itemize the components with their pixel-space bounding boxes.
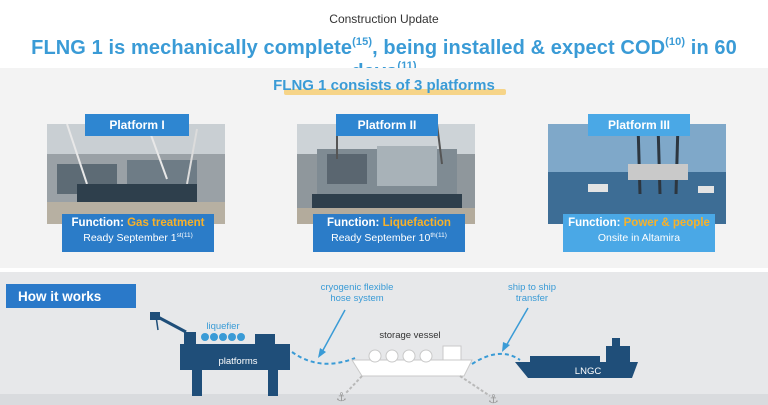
platform-1-status: Ready September 1 [83, 232, 177, 244]
ship-to-ship-label: ship to ship transfer [507, 282, 557, 304]
platform-3-photo [548, 124, 726, 224]
platform-1-photo [47, 124, 225, 224]
platform-1-function-box: Function: Gas treatment Ready September … [62, 214, 214, 252]
supertitle: Construction Update [329, 12, 439, 26]
platform-3-function-label: Function: [568, 217, 621, 229]
section-subtitle: FLNG 1 consists of 3 platforms [273, 77, 495, 94]
platform-1-function-label: Function: [71, 217, 124, 229]
how-it-works-title: How it works [6, 284, 136, 308]
platform-3-badge: Platform III [588, 114, 690, 136]
headline-footnote-15: (15) [352, 36, 373, 48]
ship-transfer-hose-line [471, 353, 521, 365]
sea-surface [0, 394, 768, 405]
anchor-icon-right: ⚓ [488, 392, 499, 405]
how-it-works-diagram: ⚓ ⚓ [0, 307, 768, 405]
lngc-label: LNGC [574, 366, 602, 377]
platform-2-badge: Platform II [336, 114, 438, 136]
platform-2-function-value: Liquefaction [382, 217, 451, 229]
lngc-ship-icon [515, 338, 638, 378]
platform-structure-icon [150, 312, 290, 396]
anchor-chain-left [344, 375, 363, 395]
subtitle-highlight [284, 89, 506, 95]
cryogenic-label: cryogenic flexible hose system [320, 282, 394, 304]
platform-2-function-label: Function: [327, 217, 380, 229]
platform-2-status-footnote: th(11) [430, 232, 447, 239]
headline-footnote-10: (10) [665, 36, 686, 48]
platform-2-function-box: Function: Liquefaction Ready September 1… [313, 214, 465, 252]
ship-to-ship-arrow [505, 307, 529, 347]
platform-3-function-value: Power & people [623, 217, 710, 229]
headline-main: FLNG 1 is mechanically complete [31, 37, 353, 59]
headline-mid: , being installed & expect COD [372, 37, 666, 59]
cryogenic-arrow [321, 309, 346, 353]
anchor-icon-left: ⚓ [336, 390, 347, 404]
platform-1-status-footnote: st(11) [176, 232, 193, 239]
storage-vessel-label: storage vessel [379, 330, 441, 341]
platform-1-badge: Platform I [85, 114, 189, 136]
liquefier-label: liquefier [206, 321, 240, 332]
platform-1-function-value: Gas treatment [127, 217, 205, 229]
ship-to-ship-arrowhead [502, 342, 510, 352]
cryogenic-arrowhead [318, 348, 326, 358]
platform-2-status: Ready September 10 [331, 232, 431, 244]
cryogenic-hose-line [291, 351, 356, 365]
anchor-chain-right [459, 375, 491, 397]
platform-3-function-box: Function: Power & people Onsite in Altam… [563, 214, 715, 252]
platforms-label: platforms [218, 356, 258, 367]
platform-3-status: Onsite in Altamira [597, 232, 681, 244]
storage-vessel-icon [351, 345, 473, 377]
platform-2-photo [297, 124, 475, 224]
